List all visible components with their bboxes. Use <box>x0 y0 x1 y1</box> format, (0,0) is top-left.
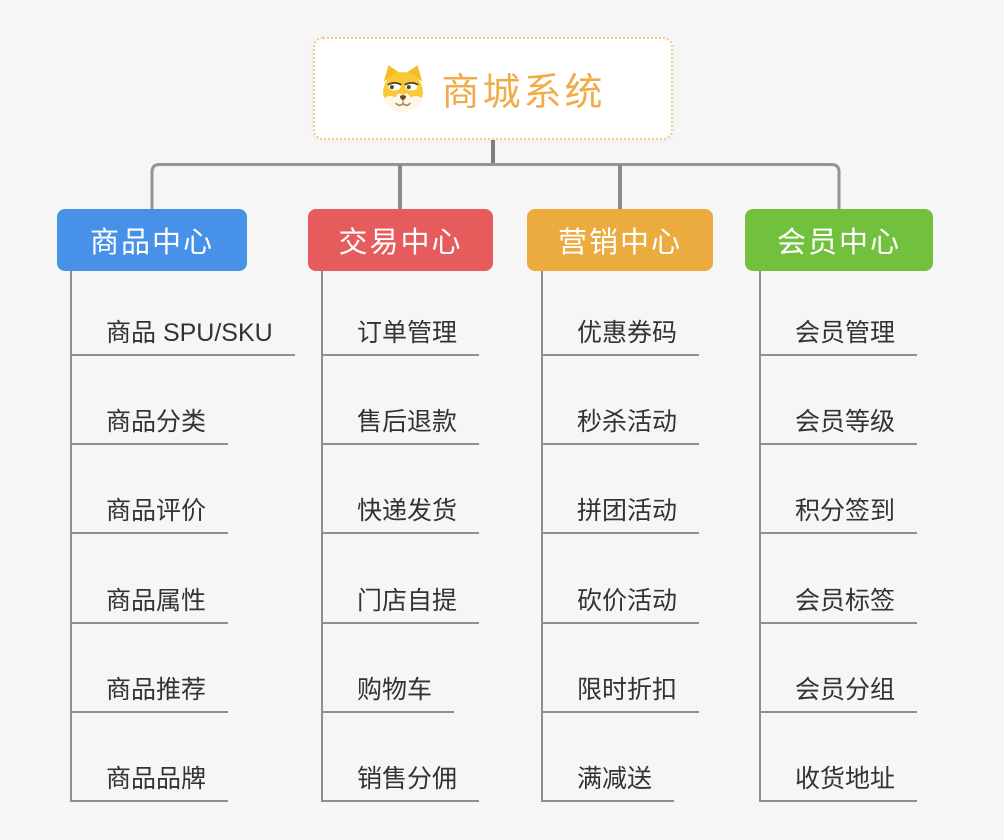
branch-topic-3[interactable]: 营销中心 <box>527 209 713 271</box>
branch-topic-label: 交易中心 <box>338 227 463 259</box>
leaf-topic[interactable]: 商品推荐 <box>70 667 229 713</box>
leaf-topic[interactable]: 优惠券码 <box>541 310 700 356</box>
leaf-topic[interactable]: 限时折扣 <box>541 667 700 713</box>
leaf-topic[interactable]: 拼团活动 <box>541 488 700 534</box>
leaf-topic[interactable]: 会员标签 <box>759 578 918 624</box>
leaf-topic[interactable]: 商品品牌 <box>70 756 229 802</box>
leaf-topic[interactable]: 会员分组 <box>759 667 918 713</box>
leaf-topic[interactable]: 快递发货 <box>321 488 480 534</box>
leaf-topic[interactable]: 会员管理 <box>759 310 918 356</box>
leaf-topic[interactable]: 会员等级 <box>759 399 918 445</box>
leaf-topic[interactable]: 门店自提 <box>321 578 480 624</box>
branch-topic-2[interactable]: 交易中心 <box>308 209 493 271</box>
leaf-topic[interactable]: 积分签到 <box>759 488 918 534</box>
leaf-topic[interactable]: 秒杀活动 <box>541 399 700 445</box>
root-topic-label: 商城系统 <box>441 72 606 114</box>
leaf-topic[interactable]: 销售分佣 <box>321 756 480 802</box>
branch-topic-label: 商品中心 <box>89 227 214 259</box>
leaf-topic[interactable]: 商品评价 <box>70 488 229 534</box>
leaf-topic[interactable]: 售后退款 <box>321 399 480 445</box>
leaf-topic[interactable]: 商品属性 <box>70 578 229 624</box>
branch-topic-label: 会员中心 <box>776 227 901 259</box>
branch-topic-1[interactable]: 商品中心 <box>57 209 247 271</box>
branch-topic-label: 营销中心 <box>557 227 682 259</box>
leaf-topic[interactable]: 商品 SPU/SKU <box>70 310 295 356</box>
leaf-topic[interactable]: 商品分类 <box>70 399 229 445</box>
branch-topic-4[interactable]: 会员中心 <box>745 209 933 271</box>
root-topic[interactable]: 商城系统 <box>313 37 673 140</box>
leaf-topic[interactable]: 收货地址 <box>759 756 918 802</box>
leaf-topic[interactable]: 砍价活动 <box>541 578 700 624</box>
leaf-topic[interactable]: 购物车 <box>321 667 455 713</box>
leaf-topic[interactable]: 订单管理 <box>321 310 480 356</box>
leaf-topic[interactable]: 满减送 <box>541 756 675 802</box>
branch-rail-line <box>150 163 841 209</box>
shiba-dog-icon <box>383 64 424 112</box>
